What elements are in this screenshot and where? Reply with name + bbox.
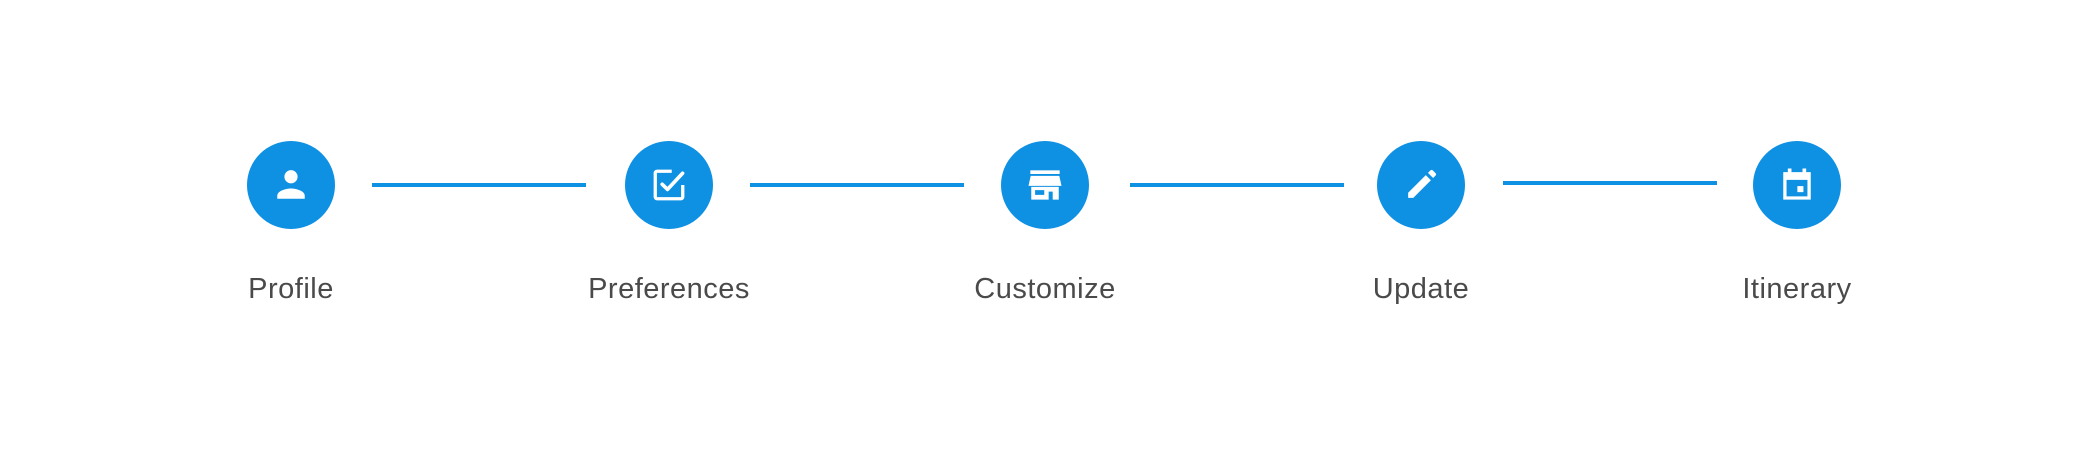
- checkbox-icon: [653, 169, 685, 201]
- step-label-itinerary: Itinerary: [1742, 273, 1852, 305]
- pencil-icon: [1408, 169, 1437, 198]
- step-label-customize: Customize: [974, 273, 1116, 305]
- step-customize-button[interactable]: [1001, 141, 1089, 229]
- store-icon: [1028, 170, 1062, 200]
- step-label-profile: Profile: [248, 273, 334, 305]
- connector-line: [372, 183, 586, 187]
- step-itinerary-button[interactable]: [1753, 141, 1841, 229]
- connector-line: [750, 183, 964, 187]
- step-preferences-button[interactable]: [625, 141, 713, 229]
- step-label-update: Update: [1372, 273, 1470, 305]
- step-profile-button[interactable]: [247, 141, 335, 229]
- step-label-preferences: Preferences: [588, 273, 750, 305]
- calendar-icon: [1783, 168, 1811, 200]
- connector-line: [1130, 183, 1344, 187]
- connector-line: [1503, 181, 1717, 185]
- step-update-button[interactable]: [1377, 141, 1465, 229]
- person-icon: [277, 170, 305, 199]
